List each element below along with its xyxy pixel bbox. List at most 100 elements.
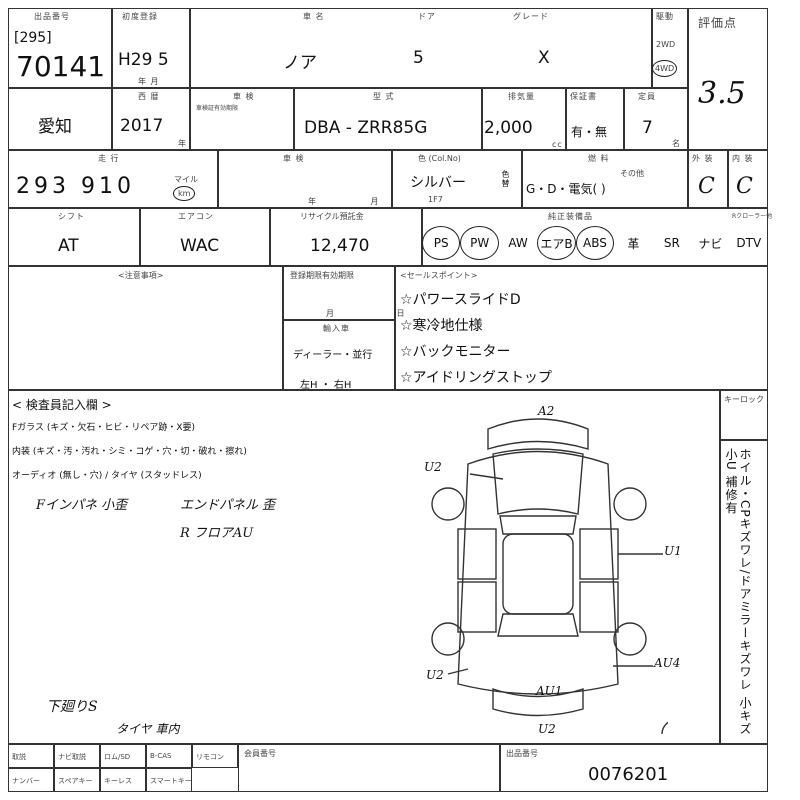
- model: DBA - ZRR85G: [304, 118, 428, 138]
- equipment-item: AW: [508, 236, 528, 250]
- footer-check-cell: スペアキー: [54, 768, 100, 792]
- region: 愛知: [38, 117, 72, 137]
- import-box: [283, 320, 395, 390]
- shaken-period-box: [283, 266, 395, 320]
- wheel-front-right: [613, 487, 647, 521]
- shift: AT: [58, 236, 79, 256]
- year-label: 西 暦: [138, 92, 160, 101]
- footer-check-label: リモコン: [196, 753, 224, 761]
- interior-box: [728, 150, 768, 208]
- shaken-period-unit: 月 日: [326, 309, 435, 318]
- key-box: [720, 390, 768, 440]
- equipment-item: エアB: [537, 226, 576, 260]
- mileage-label: 走 行: [98, 154, 120, 163]
- glass-line: Fガラス (キズ・欠石・ヒビ・リペア跡・X要): [12, 423, 196, 433]
- mile-mark: マイル: [174, 175, 198, 184]
- model-label: 型 式: [373, 92, 395, 101]
- doors: 5: [413, 48, 424, 68]
- first-reg-label: 初度登録: [122, 12, 158, 21]
- mileage-unit: km: [173, 186, 196, 201]
- equipment-item: SR: [663, 236, 680, 250]
- equipment-item: ナビ: [698, 236, 723, 251]
- car-damage-diagram: [431, 418, 668, 734]
- spare-wheel: [661, 721, 668, 734]
- cc-box: [482, 88, 566, 150]
- key-label: キーロック: [724, 395, 764, 404]
- model-box: [294, 88, 482, 150]
- dealer-box: [238, 744, 500, 792]
- footer-check-label: スペアキー: [58, 777, 93, 785]
- footer-check-label: ロム/SD: [104, 753, 131, 761]
- equip-label: 純正装備品: [548, 212, 593, 221]
- exterior: C: [698, 174, 715, 199]
- diagram-pointer: [469, 473, 504, 480]
- car-rear-window: [497, 613, 579, 637]
- sales-point: ☆アイドリングストップ: [400, 370, 552, 386]
- footer-check-cell: リモコン: [192, 744, 238, 768]
- diagram-mark: U2: [426, 668, 444, 682]
- equipment-item: ABS: [575, 226, 615, 260]
- recycle: 12,470: [310, 236, 370, 256]
- stock-label: 出品番号: [506, 749, 538, 758]
- footer-check-label: キーレス: [104, 777, 132, 785]
- car-hood: [492, 448, 584, 515]
- region-box: [8, 88, 112, 150]
- hand-note: エンドパネル 歪: [180, 498, 276, 513]
- color-box: [392, 150, 522, 208]
- inspection-title: < 検査員記入欄 >: [12, 398, 112, 412]
- vertical-note: ホイル・CPキズワレ/ドアミラーキズワレ 小キズ小U 補修有: [724, 448, 752, 736]
- memo-label: <注意事項>: [118, 271, 164, 280]
- footer-check-cell: B-CAS: [146, 744, 192, 768]
- diagram-mark: U2: [538, 722, 556, 736]
- diagram-mark: AU4: [654, 656, 681, 670]
- hand-note: R フロアAU: [180, 526, 254, 541]
- exterior-label: 外 装: [692, 154, 714, 163]
- cc-label: 排気量: [508, 92, 535, 101]
- shaken2-unit: 年 月: [308, 197, 405, 206]
- footer-check-row: ナンバー スペアキー キーレス スマートキー: [8, 768, 238, 792]
- sales-point: ☆バックモニター: [400, 344, 511, 360]
- year-box: [112, 88, 190, 150]
- footer-check-cell: ナビ取説: [54, 744, 100, 768]
- equipment-item: 革: [627, 236, 640, 251]
- shaken2-box: [218, 150, 392, 208]
- cc: 2,000: [484, 118, 533, 138]
- car-windshield: [499, 515, 577, 535]
- cc-unit: cc: [552, 140, 563, 149]
- footer-check-label: B-CAS: [150, 752, 172, 760]
- interior: C: [736, 174, 753, 199]
- door-front-left: [457, 528, 497, 580]
- wheel-rear-right: [613, 622, 647, 656]
- sales-point: ☆パワースライドD: [400, 292, 521, 308]
- footer-check-label: ナンバー: [12, 777, 40, 785]
- recycle-box: [270, 208, 422, 266]
- lot-number: 70141: [16, 50, 106, 83]
- car-roof: [502, 533, 574, 615]
- exterior-box: [688, 150, 728, 208]
- car-info-box: [190, 8, 652, 88]
- import-dealer: ディーラー・並行: [293, 350, 373, 361]
- door-rear-right: [579, 581, 619, 633]
- score-label: 評価点: [698, 16, 738, 30]
- score: 3.5: [698, 76, 746, 111]
- fuel-other: その他: [620, 169, 644, 178]
- color-change: 色替: [501, 170, 510, 188]
- interior-label: 内 装: [732, 154, 754, 163]
- recycle-label: リサイクル預託金: [300, 212, 364, 221]
- fuel-label: 燃 料: [588, 154, 610, 163]
- stock-no: 0076201: [588, 764, 669, 785]
- ac: WAC: [180, 236, 220, 256]
- shaken-label: 車 検: [233, 92, 255, 101]
- color-no: 1F7: [428, 195, 443, 204]
- stock-box: [500, 744, 768, 792]
- shaken-sub: 車検証有効期限: [196, 105, 239, 112]
- drive-box: [652, 8, 688, 88]
- color-label: 色 (Col.No): [418, 154, 461, 163]
- footer-check-label: ナビ取説: [58, 753, 86, 761]
- diagram-mark: U2: [424, 460, 442, 474]
- footer-check-label: スマートキー: [150, 777, 192, 785]
- equipment-item: PW: [460, 226, 499, 260]
- vertical-note-box: [720, 440, 768, 744]
